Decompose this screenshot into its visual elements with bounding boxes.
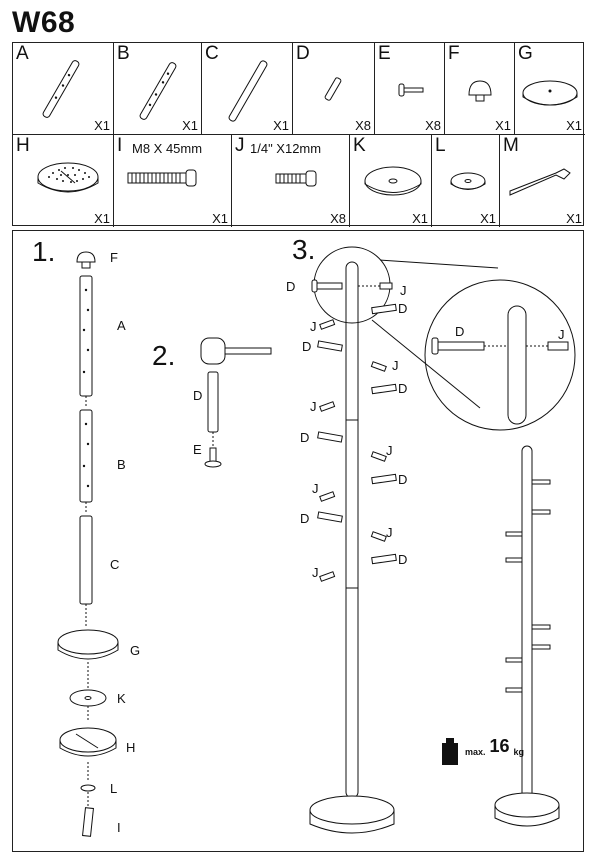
part-qty: X1 xyxy=(182,118,198,133)
step3-label-d: D xyxy=(398,381,408,396)
step-number-2: 2. xyxy=(152,340,176,371)
part-qty: X8 xyxy=(330,211,346,226)
step3-label-d: D xyxy=(398,301,408,316)
step1-label-h: H xyxy=(126,740,136,755)
zoom-label-d: D xyxy=(455,324,465,339)
hook-cap-icon xyxy=(398,83,424,97)
step3-label-j: J xyxy=(310,319,317,334)
part-letter: H xyxy=(16,135,30,156)
part-cell-k: K X1 xyxy=(350,135,432,227)
bolt-quarter-inch-icon xyxy=(275,170,317,187)
step3-label-j: J xyxy=(310,399,317,414)
part-qty: X1 xyxy=(566,211,582,226)
part-cell-e: E X8 xyxy=(375,43,445,135)
step1-label-k: K xyxy=(117,691,126,706)
step1-label-i: I xyxy=(117,820,121,835)
part-qty: X1 xyxy=(480,211,496,226)
large-washer-icon xyxy=(364,166,422,196)
step1-label-l: L xyxy=(110,781,118,796)
weight-icon xyxy=(442,738,458,765)
step3-label-d: D xyxy=(398,472,408,487)
part-cell-f: F X1 xyxy=(445,43,515,135)
tube-a-icon xyxy=(42,60,80,118)
bolt-m8-icon xyxy=(127,169,197,187)
assembled-stand-drawing xyxy=(494,445,560,827)
step1-label-a: A xyxy=(117,318,126,333)
step3-label-j: J xyxy=(386,525,393,540)
max-load: max. 16 kg xyxy=(433,736,524,757)
part-cell-l: L X1 xyxy=(432,135,500,227)
part-qty: X1 xyxy=(94,118,110,133)
step1-drawing xyxy=(57,251,119,837)
part-cell-c: C X1 xyxy=(202,43,293,135)
part-qty: X8 xyxy=(425,118,441,133)
page-title: W68 xyxy=(12,6,76,39)
tube-c-icon xyxy=(228,60,268,122)
step1-label-b: B xyxy=(117,457,126,472)
step3-label-j: J xyxy=(392,358,399,373)
part-qty: X1 xyxy=(412,211,428,226)
step2-label-d: D xyxy=(193,388,203,403)
small-washer-icon xyxy=(450,172,486,190)
part-letter: B xyxy=(117,43,130,64)
max-load-unit: kg xyxy=(513,747,525,757)
part-qty: X8 xyxy=(355,118,371,133)
max-load-value: 16 xyxy=(489,736,510,756)
part-letter: K xyxy=(353,135,366,156)
step1-label-f: F xyxy=(110,250,118,265)
part-spec: 1/4" X12mm xyxy=(250,141,322,156)
step3-label-d: D xyxy=(300,430,310,445)
part-letter: A xyxy=(16,43,29,64)
allen-key-icon xyxy=(509,168,571,196)
part-letter: C xyxy=(205,43,219,64)
part-letter: L xyxy=(435,135,446,156)
tube-b-icon xyxy=(139,62,177,120)
step-number-1: 1. xyxy=(32,236,56,267)
part-letter: J xyxy=(235,135,245,156)
part-qty: X1 xyxy=(212,211,228,226)
part-cell-h: H X1 xyxy=(13,135,114,227)
max-load-prefix: max. xyxy=(465,747,486,757)
step3-label-d: D xyxy=(398,552,408,567)
part-cell-g: G X1 xyxy=(515,43,585,135)
base-plate-icon xyxy=(522,80,578,106)
part-letter: G xyxy=(518,43,533,64)
part-qty: X1 xyxy=(566,118,582,133)
part-cell-j: J 1/4" X12mm X8 xyxy=(232,135,350,227)
part-qty: X1 xyxy=(495,118,511,133)
assembly-panel xyxy=(12,230,584,852)
step3-label-j: J xyxy=(386,443,393,458)
part-qty: X1 xyxy=(273,118,289,133)
part-letter: D xyxy=(296,43,310,64)
part-cell-i: I M8 X 45mm X1 xyxy=(114,135,232,227)
step-number-3: 3. xyxy=(292,234,316,265)
weight-disc-icon xyxy=(37,162,99,193)
part-cell-d: D X8 xyxy=(293,43,375,135)
part-cell-a: A X1 xyxy=(13,43,114,135)
zoom-label-j: J xyxy=(558,327,565,342)
step3-label-d: D xyxy=(302,339,312,354)
hook-peg-icon xyxy=(324,77,342,101)
part-letter: F xyxy=(448,43,460,64)
step3-label-j: J xyxy=(400,283,407,298)
part-letter: M xyxy=(503,135,519,156)
step3-drawing xyxy=(309,246,576,834)
part-spec: M8 X 45mm xyxy=(132,141,203,156)
step2-drawing xyxy=(200,337,272,468)
part-letter: E xyxy=(378,43,391,64)
step3-label-j: J xyxy=(312,565,319,580)
part-qty: X1 xyxy=(94,211,110,226)
part-letter: I xyxy=(117,135,123,156)
part-cell-m: M X1 xyxy=(500,135,585,227)
step3-label-d: D xyxy=(300,511,310,526)
part-cell-b: B X1 xyxy=(114,43,202,135)
parts-table: A X1 B X1 C X1 D xyxy=(12,42,585,227)
step2-label-e: E xyxy=(193,442,202,457)
step3-label-d: D xyxy=(286,279,296,294)
top-cap-icon xyxy=(468,80,492,102)
step3-label-j: J xyxy=(312,481,319,496)
step1-label-c: C xyxy=(110,557,120,572)
step1-label-g: G xyxy=(130,643,141,658)
